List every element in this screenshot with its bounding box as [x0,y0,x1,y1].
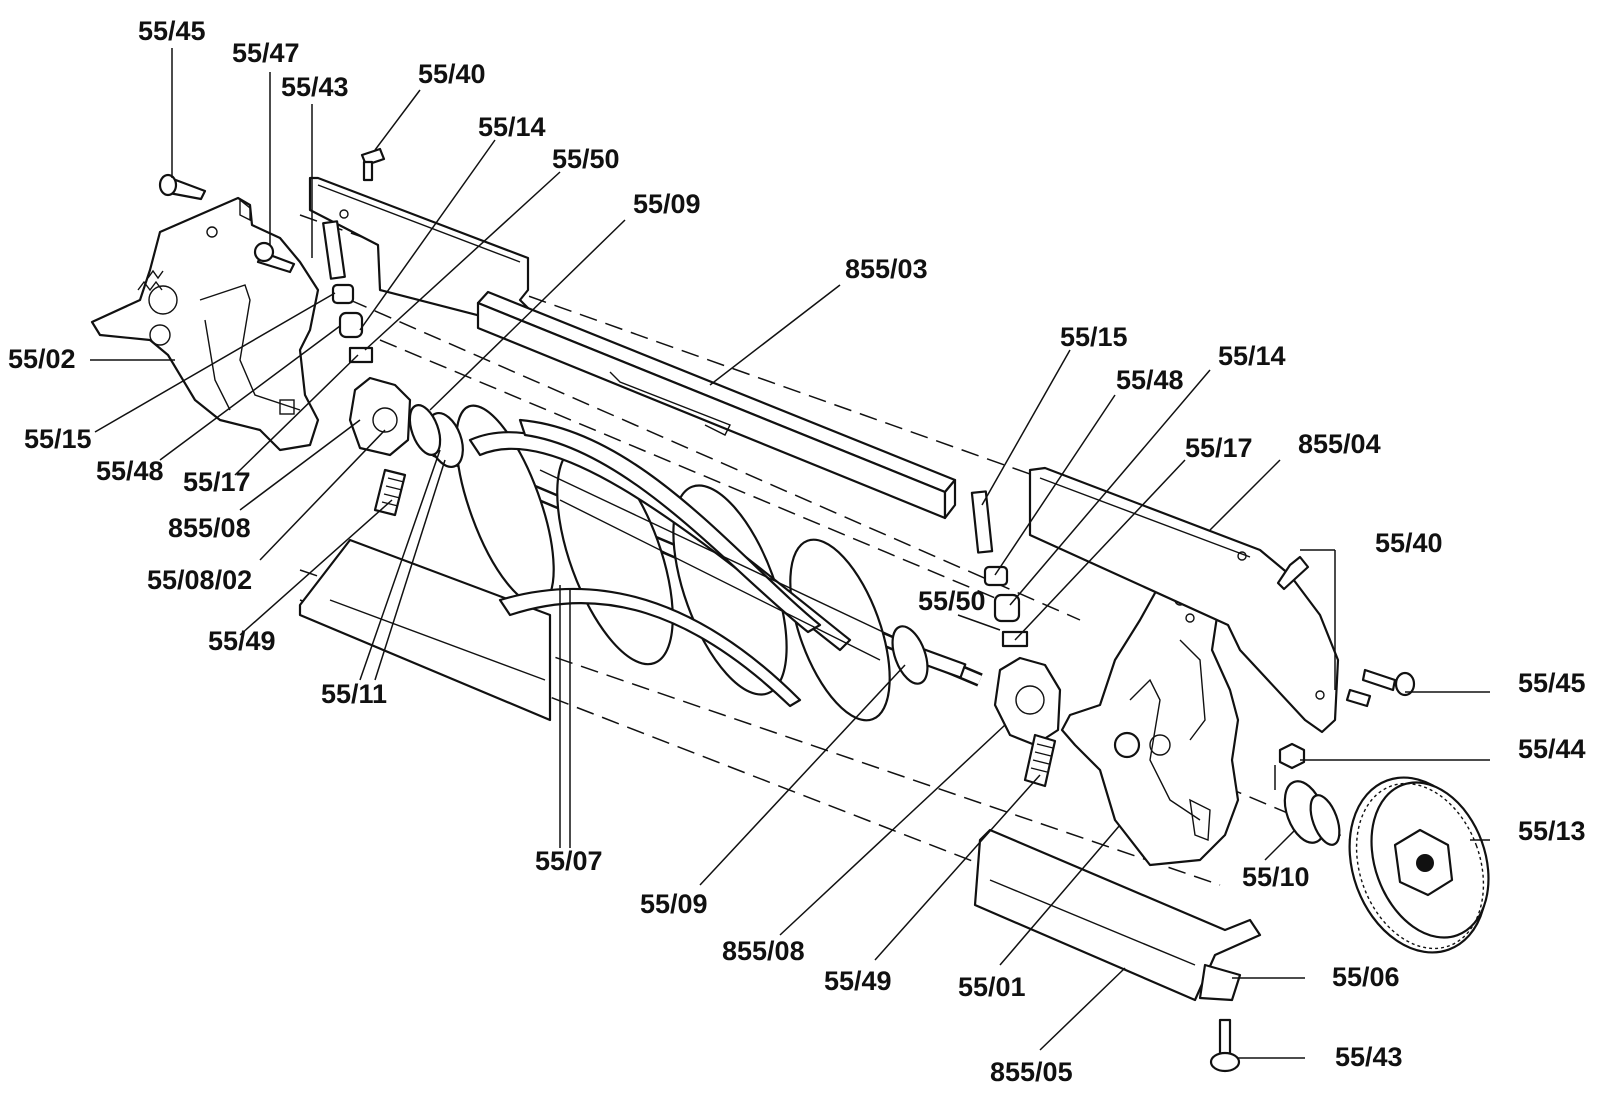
label-55-09-bottom: 55/09 [640,889,708,919]
label-55-14-left: 55/14 [478,112,546,142]
label-55-45-right: 55/45 [1518,668,1586,698]
label-55-09-top: 55/09 [633,189,701,219]
label-55-15-right: 55/15 [1060,322,1128,352]
label-55-47: 55/47 [232,38,300,68]
bottom-blade-left [298,538,552,722]
label-55-45-top: 55/45 [138,16,206,46]
cutting-cylinder [408,404,983,722]
label-55-13: 55/13 [1518,816,1586,846]
label-55-49-bottom: 55/49 [824,966,892,996]
label-55-14-right: 55/14 [1218,341,1286,371]
label-55-40-top: 55/40 [418,59,486,89]
label-55-11: 55/11 [321,679,387,709]
label-55-48-right: 55/48 [1116,365,1184,395]
label-55-50-right: 55/50 [918,586,986,616]
label-55-08-02: 55/08/02 [147,565,252,595]
label-55-17-left: 55/17 [183,467,251,497]
label-55-43-top: 55/43 [281,72,349,102]
label-55-49-left: 55/49 [208,626,276,656]
label-55-02: 55/02 [8,344,76,374]
label-55-07: 55/07 [535,846,603,876]
label-55-15-left: 55/15 [24,424,92,454]
label-55-48-left: 55/48 [96,456,164,486]
hardware [158,147,1416,1073]
roller-wheel [1283,776,1490,954]
label-855-03: 855/03 [845,254,928,284]
square-bar [476,290,957,520]
label-55-43-bottom: 55/43 [1335,1042,1403,1072]
bottom-blade-right [973,828,1262,1002]
label-855-08-left: 855/08 [168,513,251,543]
part-labels: 55/45 55/47 55/43 55/40 55/14 55/50 55/0… [8,16,1586,1087]
label-855-08-bottom: 855/08 [722,936,805,966]
label-55-50-left: 55/50 [552,144,620,174]
left-side-plate [90,196,320,452]
label-55-01: 55/01 [958,972,1026,1002]
label-55-06: 55/06 [1332,962,1400,992]
label-855-05: 855/05 [990,1057,1073,1087]
label-855-04: 855/04 [1298,429,1381,459]
label-55-40-right: 55/40 [1375,528,1443,558]
label-55-17-right: 55/17 [1185,433,1253,463]
label-55-10: 55/10 [1242,862,1310,892]
leader-lines [90,48,1490,1059]
front-right-rail [1028,466,1340,734]
label-55-44: 55/44 [1518,734,1586,764]
